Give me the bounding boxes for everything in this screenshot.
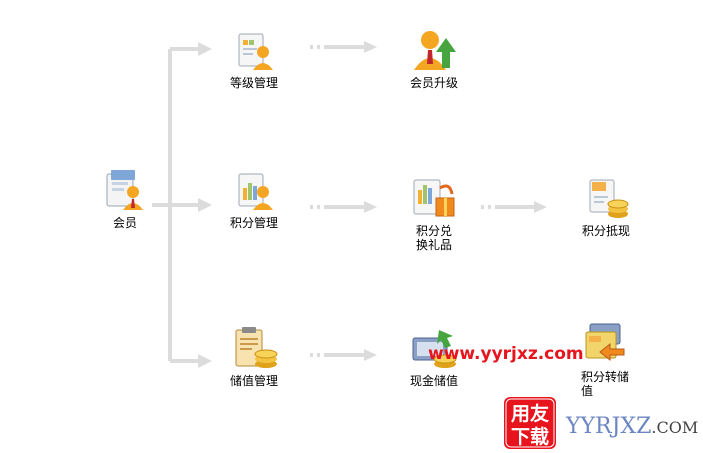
node-member-label: 会员 bbox=[112, 216, 137, 230]
node-points-exchange[interactable]: 积分兑换礼品 bbox=[404, 176, 464, 252]
level-document-icon bbox=[238, 33, 273, 70]
watermark-brand-name: YYRJXZ bbox=[566, 414, 652, 439]
arrowhead-level bbox=[198, 42, 212, 56]
points-transfer-icon bbox=[585, 323, 625, 362]
node-cash-deposit-label: 现金储值 bbox=[409, 374, 458, 388]
watermark-brand: YYRJXZ.COM bbox=[566, 414, 698, 439]
node-points-to-stored[interactable]: 积分转储值 bbox=[574, 322, 636, 398]
member-upgrade-icon bbox=[414, 31, 456, 70]
watermark-logo-text-top: 用友 bbox=[511, 402, 549, 425]
node-stored-value-management[interactable]: 储值管理 bbox=[224, 326, 284, 388]
dash-arrowhead-exchange bbox=[364, 201, 377, 213]
node-points-management-label: 积分管理 bbox=[229, 216, 278, 230]
node-points-cash-label: 积分抵现 bbox=[581, 224, 630, 238]
watermark-url: www.yyrjxz.com bbox=[428, 344, 584, 364]
watermark-logo-icon: 用友 下载 bbox=[504, 397, 556, 449]
cash-deposit-icon bbox=[412, 330, 457, 368]
node-stored-value-management-label: 储值管理 bbox=[229, 374, 278, 388]
dash-arrowhead-cash bbox=[534, 201, 547, 213]
member-card-icon bbox=[106, 170, 143, 210]
points-cash-icon bbox=[589, 179, 629, 218]
arrowhead-points bbox=[198, 198, 212, 212]
node-member[interactable]: 会员 bbox=[100, 168, 150, 230]
dash-arrowhead-deposit bbox=[364, 349, 377, 361]
node-points-to-stored-label: 积分转储值 bbox=[581, 370, 630, 398]
watermark-logo-text-bottom: 下载 bbox=[511, 425, 549, 448]
node-points-cash[interactable]: 积分抵现 bbox=[576, 178, 636, 238]
node-level-management-label: 等级管理 bbox=[229, 76, 278, 90]
node-member-upgrade-label: 会员升级 bbox=[409, 76, 458, 90]
node-member-upgrade[interactable]: 会员升级 bbox=[404, 28, 464, 90]
node-cash-deposit[interactable]: 现金储值 bbox=[404, 326, 464, 388]
arrowhead-stored bbox=[198, 354, 212, 368]
watermark-brand-tld: .COM bbox=[651, 418, 699, 437]
node-level-management[interactable]: 等级管理 bbox=[226, 32, 282, 90]
node-points-exchange-label: 积分兑换礼品 bbox=[415, 224, 452, 252]
dash-arrowhead-upgrade bbox=[364, 41, 377, 53]
gift-exchange-icon bbox=[413, 179, 455, 217]
clipboard-coins-icon bbox=[235, 327, 278, 368]
points-document-icon bbox=[238, 173, 273, 210]
node-points-management[interactable]: 积分管理 bbox=[226, 172, 282, 230]
